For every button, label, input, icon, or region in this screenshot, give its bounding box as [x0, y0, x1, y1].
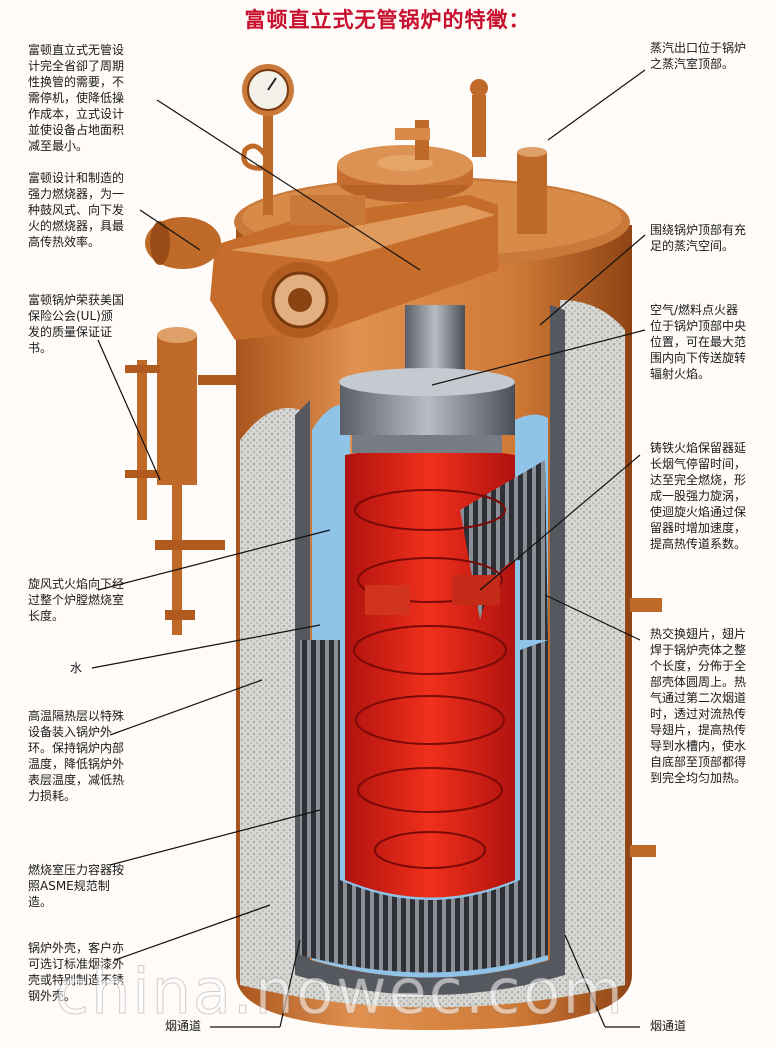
annotation-water: 水 [70, 661, 83, 675]
annotation-flue-left: 烟通道 [165, 1019, 202, 1033]
annotation-flame-retarder: 铸铁火焰保留器延 长烟气停留时间， 达至完全燃烧，形 成一股强力旋涡， 使迴旋火… [650, 441, 747, 551]
annotation-shell: 锅炉外壳，客户亦 可选订标准烟漆外 壳或特别制造不锈 钢外壳。 [28, 941, 125, 1003]
watermark: china.nowec.com [55, 955, 625, 1029]
annotation-ul-certificate: 富顿锅炉荣获美国 保险公会(UL)颁 发的质量保证证 书。 [28, 293, 125, 355]
leader-lines [91, 69, 646, 1028]
annotation-insulation: 高温隔热层以特殊 设备装入锅炉外 环。保持锅炉内部 温度，降低锅炉外 表层温度，… [28, 709, 125, 803]
flame-retarder [365, 575, 500, 615]
annotation-burner: 富顿设计和制造的 强力燃烧器，为一 种鼓风式、向下发 火的燃烧器，具最 高传热效… [28, 171, 125, 249]
heat-exchange-fins [300, 640, 548, 973]
side-nozzles [630, 598, 662, 857]
top-fittings [241, 64, 547, 234]
annotation-steam-space: 围绕锅炉顶部有充 足的蒸汽空间。 [650, 223, 747, 253]
page-title: 富顿直立式无管锅炉的特徵： [244, 8, 531, 32]
burner-housing [145, 195, 498, 340]
annotation-cyclone-flame: 旋风式火焰向下经 过整个炉膛燃烧室 长度。 [28, 577, 125, 623]
annotation-fins: 热交换翅片，翅片 焊于锅炉壳体之整 个长度，分佈于全 部壳体圆周上。热 气通过第… [650, 627, 747, 785]
annotation-igniter: 空气/燃料点火器 位于锅炉顶部中央 位置，可在最大范 围内向下传送旋转 辐射火焰… [650, 303, 747, 381]
insulation-layer [240, 300, 625, 1008]
flame-spirals [353, 489, 507, 869]
annotation-vertical-design: 富顿直立式无管设 计完全省卻了周期 性换管的需要，不 需停机，使降低操 作成本，… [28, 43, 125, 153]
annotation-asme: 燃烧室压力容器按 照ASME规范制 造。 [28, 863, 125, 909]
annotation-flue-right: 烟通道 [650, 1019, 687, 1033]
annotation-steam-outlet: 蒸汽出口位于锅炉 之蒸汽室顶部。 [650, 41, 747, 71]
